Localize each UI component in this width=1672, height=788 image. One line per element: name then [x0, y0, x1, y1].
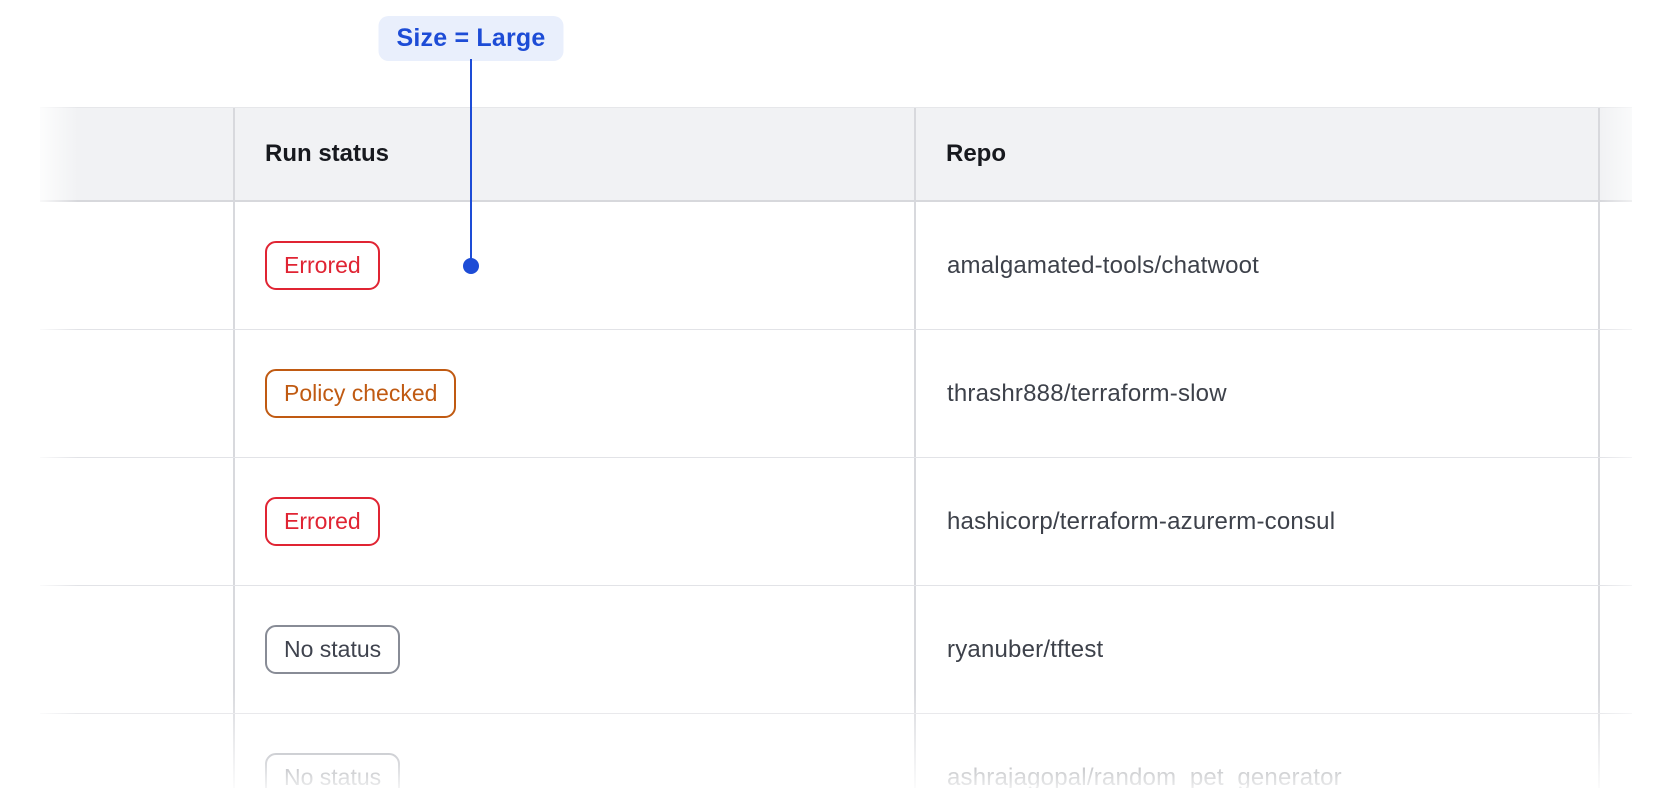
run-status-cell: No status	[233, 586, 914, 713]
repo-cell: amalgamated-tools/chatwoot	[914, 202, 1598, 329]
table-row[interactable]: Policy checked thrashr888/terraform-slow	[40, 330, 1632, 458]
row-leading-cell	[40, 458, 233, 585]
row-trailing-cell	[1598, 330, 1632, 457]
run-status-cell: Errored	[233, 202, 914, 329]
status-badge: No status	[265, 624, 401, 675]
repo-cell: ashrajagopal/random_pet_generator	[914, 714, 1598, 788]
table-row[interactable]: Errored hashicorp/terraform-azurerm-cons…	[40, 458, 1632, 586]
column-header-blank	[40, 108, 233, 200]
column-header-repo: Repo	[914, 108, 1598, 200]
status-badge: No status	[265, 752, 401, 788]
status-badge: Policy checked	[265, 368, 457, 419]
row-leading-cell	[40, 714, 233, 788]
column-header-run-status: Run status	[233, 108, 914, 200]
run-status-cell: No status	[233, 714, 914, 788]
run-status-cell: Errored	[233, 458, 914, 585]
row-leading-cell	[40, 330, 233, 457]
row-leading-cell	[40, 202, 233, 329]
repo-cell: thrashr888/terraform-slow	[914, 330, 1598, 457]
row-trailing-cell	[1598, 202, 1632, 329]
table-row[interactable]: No status ryanuber/tftest	[40, 586, 1632, 714]
repo-name: thrashr888/terraform-slow	[947, 379, 1227, 407]
callout-connector-line	[469, 59, 473, 259]
row-trailing-cell	[1598, 458, 1632, 585]
status-badge: Errored	[265, 240, 380, 291]
row-leading-cell	[40, 586, 233, 713]
repo-cell: hashicorp/terraform-azurerm-consul	[914, 458, 1598, 585]
run-status-cell: Policy checked	[233, 330, 914, 457]
repo-name: amalgamated-tools/chatwoot	[947, 251, 1260, 279]
row-trailing-cell	[1598, 586, 1632, 713]
repo-cell: ryanuber/tftest	[914, 586, 1598, 713]
workspaces-table: Run status Repo Errored amalgamated-tool…	[40, 107, 1632, 788]
column-header-overflow	[1598, 108, 1632, 200]
table-row[interactable]: No status ashrajagopal/random_pet_genera…	[40, 714, 1632, 788]
size-large-callout: Size = Large	[378, 16, 564, 61]
repo-name: ashrajagopal/random_pet_generator	[947, 763, 1342, 788]
repo-name: ryanuber/tftest	[947, 635, 1104, 663]
status-badge: Errored	[265, 496, 380, 547]
table-header-row: Run status Repo	[40, 107, 1632, 202]
row-trailing-cell	[1598, 714, 1632, 788]
table-row[interactable]: Errored amalgamated-tools/chatwoot	[40, 202, 1632, 330]
callout-anchor-dot	[463, 258, 479, 274]
repo-name: hashicorp/terraform-azurerm-consul	[947, 507, 1336, 535]
